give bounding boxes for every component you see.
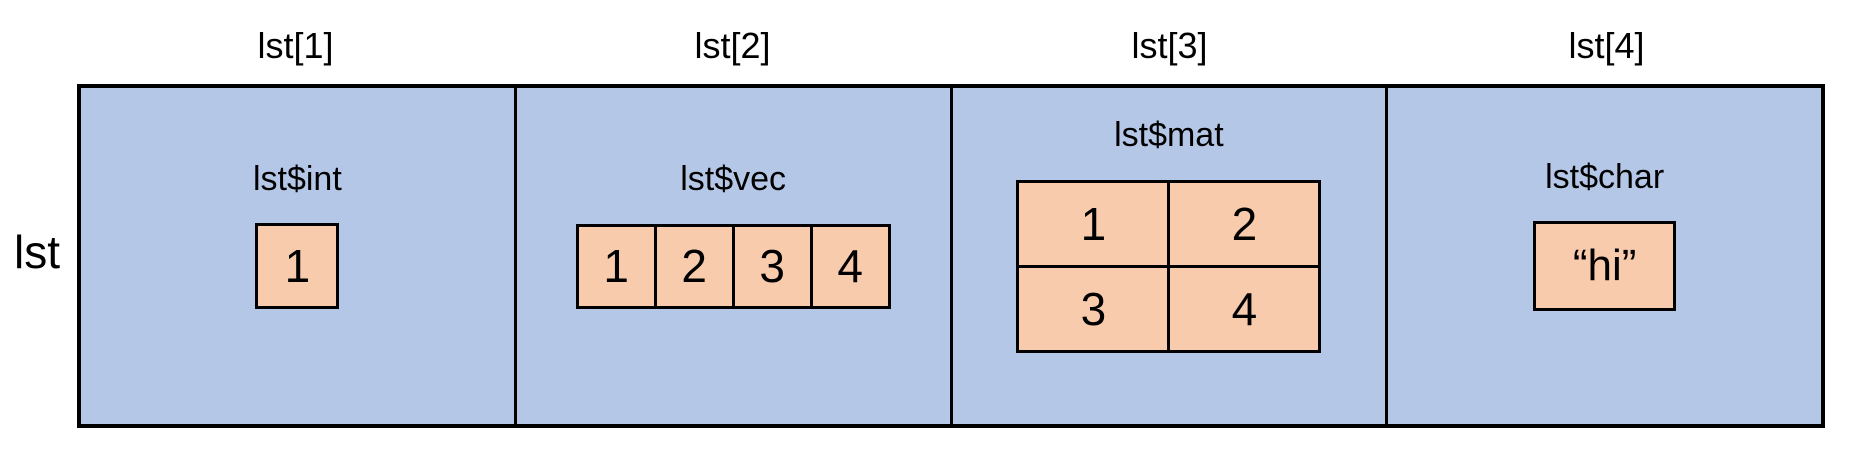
list-name-label: lst xyxy=(14,226,60,278)
vector-cell-4: 4 xyxy=(809,223,891,309)
list-container-box: lst$int 1 lst$vec 1 2 3 4 lst$mat 1 2 3 xyxy=(77,84,1825,428)
section-mat: lst$mat 1 2 3 4 xyxy=(949,88,1386,424)
matrix-cells-grid: 1 2 3 4 xyxy=(1016,179,1322,353)
vector-cell-2: 2 xyxy=(653,223,735,309)
vector-cells-row: 1 2 3 4 xyxy=(575,223,891,309)
matrix-cell-1-1: 1 xyxy=(1016,179,1171,268)
vector-cell-3: 3 xyxy=(731,223,813,309)
section-char: lst$char “hi” xyxy=(1385,88,1821,424)
int-value-cell: 1 xyxy=(255,223,340,310)
vector-cell-1: 1 xyxy=(575,223,657,309)
element-label-int: lst$int xyxy=(252,159,342,198)
index-labels-row: lst[1] lst[2] lst[3] lst[4] xyxy=(77,24,1825,67)
matrix-row-1: 1 2 xyxy=(1016,179,1322,268)
char-value-cell: “hi” xyxy=(1533,221,1677,312)
index-label-3: lst[3] xyxy=(1131,25,1208,66)
element-label-vec: lst$vec xyxy=(680,160,787,199)
section-int: lst$int 1 xyxy=(81,88,514,424)
matrix-cell-2-1: 3 xyxy=(1016,264,1171,353)
element-label-char: lst$char xyxy=(1545,157,1665,196)
index-label-1: lst[1] xyxy=(257,25,334,66)
index-label-2: lst[2] xyxy=(694,25,771,66)
element-label-mat: lst$mat xyxy=(1114,116,1224,155)
matrix-cell-2-2: 4 xyxy=(1167,264,1322,353)
matrix-row-2: 3 4 xyxy=(1016,264,1322,353)
index-label-4: lst[4] xyxy=(1568,25,1645,66)
matrix-cell-1-2: 2 xyxy=(1167,179,1322,268)
section-vec: lst$vec 1 2 3 4 xyxy=(513,88,950,424)
